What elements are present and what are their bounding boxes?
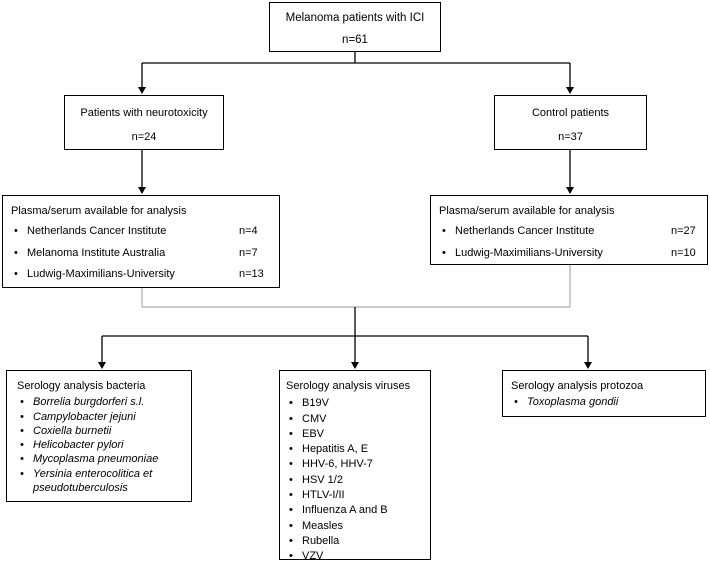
list-item: Borrelia burgdorferi s.l.: [17, 395, 185, 410]
bacteria-list: Borrelia burgdorferi s.l. Campylobacter …: [17, 395, 185, 495]
list-item: CMV: [286, 412, 424, 428]
neuro-plasma-title: Plasma/serum available for analysis: [11, 205, 187, 217]
list-item: Helicobacter pylori: [17, 438, 185, 453]
box-protozoa: Serology analysis protozoa Toxoplasma go…: [502, 370, 706, 417]
list-item: Ludwig-Maximilians-University n=10: [439, 246, 707, 261]
list-item: HHV-6, HHV-7: [286, 457, 424, 473]
viruses-list: B19V CMV EBV Hepatitis A, E HHV-6, HHV-7…: [286, 396, 424, 564]
box-control-plasma: Plasma/serum available for analysis Neth…: [430, 195, 708, 265]
control-plasma-title: Plasma/serum available for analysis: [439, 205, 615, 217]
box-bacteria: Serology analysis bacteria Borrelia burg…: [6, 370, 192, 502]
list-item: Yersinia enterocolitica et pseudotubercu…: [17, 467, 185, 496]
list-item: B19V: [286, 396, 424, 412]
list-item: Influenza A and B: [286, 503, 424, 519]
list-item: HTLV-I/II: [286, 488, 424, 504]
list-item: EBV: [286, 427, 424, 443]
box-melanoma-patients: Melanoma patients with ICI n=61: [269, 2, 441, 52]
control-plasma-list: Netherlands Cancer Institute n=27 Ludwig…: [439, 224, 707, 260]
box-neurotoxicity: Patients with neurotoxicity n=24: [64, 95, 224, 150]
box-viruses: Serology analysis viruses B19V CMV EBV H…: [279, 370, 431, 564]
list-item: HSV 1/2: [286, 473, 424, 489]
protozoa-title: Serology analysis protozoa: [511, 380, 644, 392]
neuro-count: n=24: [131, 131, 157, 144]
list-item: Campylobacter jejuni: [17, 410, 185, 425]
bacteria-title: Serology analysis bacteria: [17, 380, 146, 392]
list-item: Hepatitis A, E: [286, 442, 424, 458]
list-item: Measles: [286, 519, 424, 535]
box-neuro-plasma: Plasma/serum available for analysis Neth…: [2, 195, 280, 288]
list-item: Ludwig-Maximilians-University n=13: [11, 267, 279, 282]
control-title: Control patients: [531, 107, 610, 119]
viruses-title: Serology analysis viruses: [286, 380, 411, 392]
list-item: Netherlands Cancer Institute n=27: [439, 224, 707, 239]
control-count: n=37: [558, 131, 583, 144]
list-item: Netherlands Cancer Institute n=4: [11, 224, 279, 239]
list-item: Coxiella burnetii: [17, 424, 185, 439]
top-count: n=61: [342, 33, 368, 46]
list-item: Mycoplasma pneumoniae: [17, 452, 185, 467]
neuro-plasma-list: Netherlands Cancer Institute n=4 Melanom…: [11, 224, 279, 281]
list-item: Melanoma Institute Australia n=7: [11, 246, 279, 261]
protozoa-list: Toxoplasma gondii: [511, 395, 699, 410]
list-item: VZV: [286, 549, 424, 564]
neuro-title: Patients with neurotoxicity: [80, 107, 208, 119]
top-title: Melanoma patients with ICI: [285, 12, 425, 24]
list-item: Toxoplasma gondii: [511, 395, 699, 410]
list-item: Rubella: [286, 534, 424, 550]
box-control: Control patients n=37: [494, 95, 647, 150]
